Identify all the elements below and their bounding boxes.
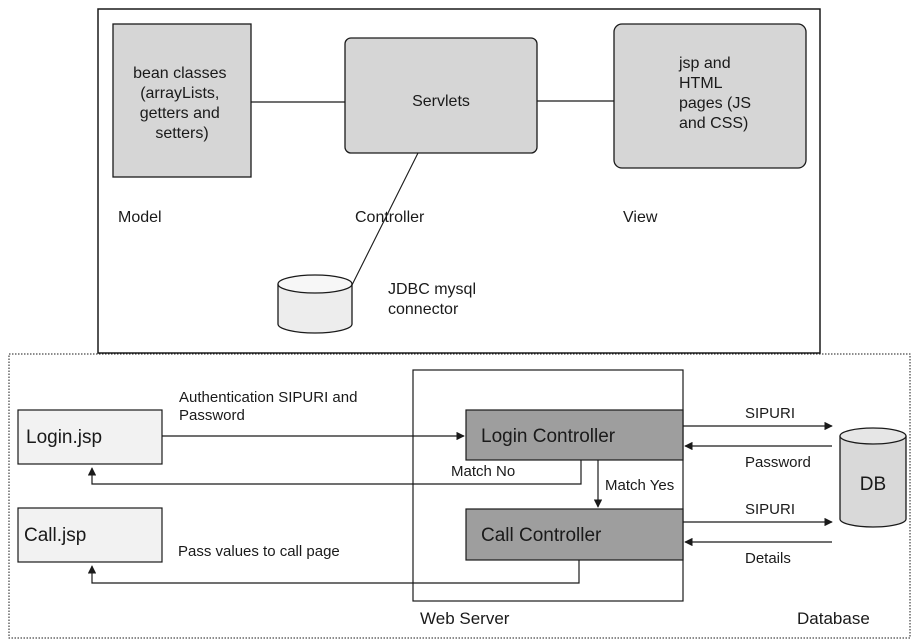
pass-values-label: Pass values to call page (178, 543, 340, 560)
auth-label-line-1: Authentication SIPURI and (179, 389, 357, 406)
model-box-line-3: getters and (140, 105, 220, 122)
login-controller-box (465, 409, 684, 461)
login-controller-label: Login Controller (481, 426, 616, 447)
controller-label: Controller (355, 209, 425, 226)
model-label: Model (118, 209, 162, 226)
db-label: DB (860, 474, 886, 495)
model-box-line-2: (arrayLists, (140, 85, 219, 102)
model-box (112, 23, 252, 178)
password-label: Password (745, 454, 811, 471)
call-jsp-box (17, 507, 163, 563)
sipuri-label-2: SIPURI (745, 501, 795, 518)
view-label: View (623, 209, 658, 226)
view-box (613, 23, 807, 169)
web-server-box (412, 369, 684, 602)
match-no-label: Match No (451, 463, 515, 480)
svg-text:jsp and HTML pages (JS: jsp and HTML pages (JS and CSS) (678, 55, 756, 132)
db-cylinder (839, 427, 907, 528)
login-jsp-label: Login.jsp (26, 427, 102, 448)
controller-db-connector (351, 152, 419, 286)
auth-label-line-2: Password (179, 407, 245, 424)
call-controller-label: Call Controller (481, 525, 602, 546)
call-controller-box (465, 508, 684, 561)
database-label: Database (797, 609, 870, 628)
jdbc-database-cylinder (277, 274, 353, 334)
model-box-line-1: bean classes (133, 65, 226, 82)
view-box-line-1: jsp and (678, 55, 731, 72)
svg-text:bean classes (arrayLists,: bean classes (arrayLists, getters and se… (133, 65, 231, 142)
match-yes-label: Match Yes (605, 477, 674, 494)
jdbc-label-line-1: JDBC mysql (388, 281, 476, 298)
sipuri-label-1: SIPURI (745, 405, 795, 422)
view-box-line-2: HTML (679, 75, 723, 92)
call-jsp-label: Call.jsp (24, 525, 86, 546)
pass-values-arrow (87, 560, 580, 584)
match-no-arrow (87, 460, 582, 485)
servlets-box (344, 37, 538, 154)
model-box-line-4: setters) (155, 125, 208, 142)
login-jsp-box (17, 409, 163, 465)
svg-text:Authentication SIPURI and: Authentication SIPURI and Password (179, 389, 362, 424)
svg-text:JDBC mysql connector: JDBC mysql connector (388, 281, 480, 318)
details-label: Details (745, 550, 791, 567)
jdbc-label-line-2: connector (388, 301, 459, 318)
view-box-line-4: and CSS) (679, 115, 748, 132)
flow-panel (8, 353, 911, 639)
web-server-label: Web Server (420, 609, 510, 628)
servlets-label: Servlets (412, 93, 470, 110)
view-box-line-3: pages (JS (679, 95, 751, 112)
